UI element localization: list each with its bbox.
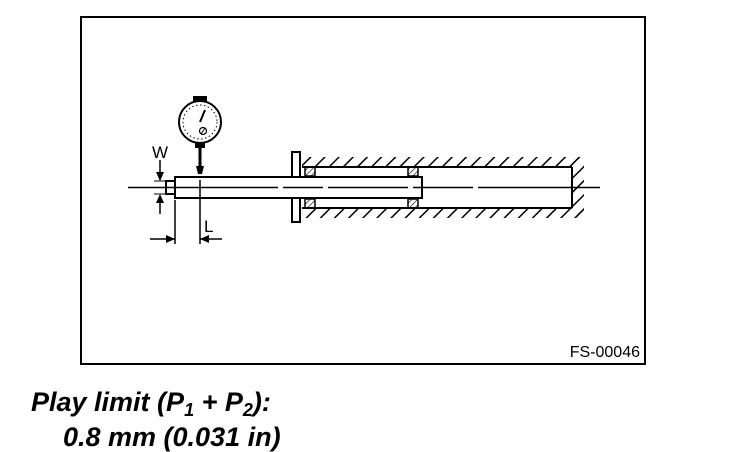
l-dimension <box>150 180 222 244</box>
label-w: W <box>152 143 168 162</box>
bushing-left <box>304 166 316 177</box>
caption-prefix: Play limit (P <box>31 387 185 417</box>
bushing-left-bottom <box>304 198 316 209</box>
label-l: L <box>204 217 213 236</box>
bushing-right <box>407 166 419 177</box>
dial-gauge-icon <box>178 96 222 174</box>
bushing-right-bottom <box>407 198 419 209</box>
caption-value: 0.8 mm (0.031 in) <box>63 422 281 452</box>
caption-play-limit: Play limit (P1 + P2): <box>31 387 271 420</box>
figure-frame <box>80 16 646 365</box>
w-dimension <box>154 160 166 214</box>
caption-suffix: ): <box>252 387 271 417</box>
caption-sub2: 2 <box>242 400 253 420</box>
caption-plus: + P <box>194 387 243 417</box>
caption-sub1: 1 <box>184 400 195 420</box>
figure-code: FS-00046 <box>570 344 640 361</box>
